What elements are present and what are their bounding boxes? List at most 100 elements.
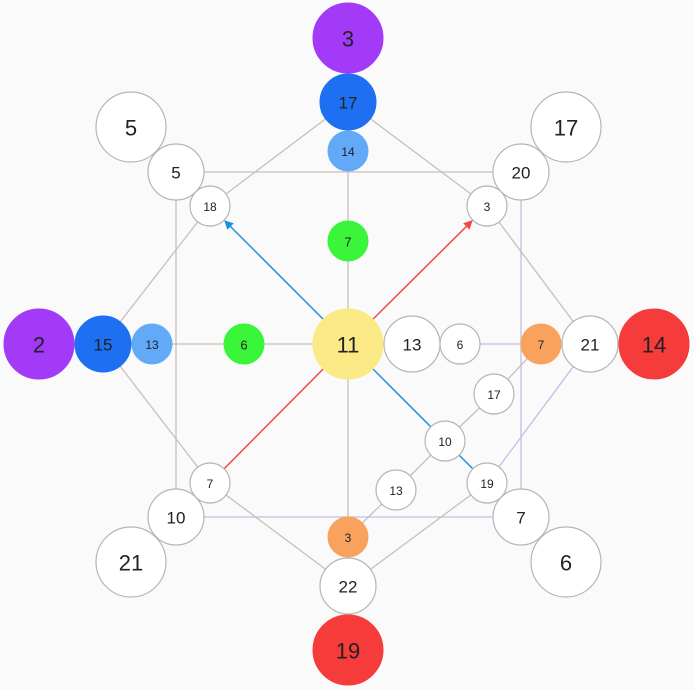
edge-corner_br_inner-bottom_white_22 — [347, 482, 488, 587]
node-corner-tl-inner[interactable]: 18 — [189, 185, 231, 227]
edge-corner_tl_inner-left_blue_dark — [102, 205, 211, 345]
node-right-white-13[interactable]: 13 — [383, 315, 441, 373]
node-circle — [618, 308, 690, 380]
node-value: 6 — [560, 551, 572, 576]
edge-top_blue_dark-corner_tl_inner — [209, 101, 349, 207]
node-corner-br-outer[interactable]: 6 — [530, 526, 602, 598]
node-circle — [439, 323, 481, 365]
node-value: 13 — [145, 338, 159, 352]
edge-left_blue_dark-corner_bl_inner — [102, 343, 211, 484]
node-left-blue-light[interactable]: 13 — [131, 323, 173, 365]
node-circle — [466, 185, 508, 227]
node-value: 6 — [457, 338, 464, 352]
node-corner-bl-inner[interactable]: 7 — [189, 462, 231, 504]
node-circle — [327, 220, 369, 262]
node-left-blue-dark[interactable]: 15 — [74, 315, 132, 373]
node-circle — [319, 557, 377, 615]
node-value: 10 — [438, 435, 452, 449]
node-top-blue-light[interactable]: 14 — [327, 130, 369, 172]
node-top-green[interactable]: 7 — [327, 220, 369, 262]
node-corner-tl-outer[interactable]: 5 — [95, 91, 167, 163]
node-circle — [375, 469, 417, 511]
node-value: 19 — [336, 639, 360, 664]
node-value: 21 — [581, 336, 600, 355]
node-circle — [312, 614, 384, 686]
node-circle — [312, 2, 384, 74]
node-diag-10[interactable]: 10 — [424, 420, 466, 462]
node-value: 11 — [337, 333, 360, 358]
node-circle — [466, 462, 508, 504]
node-diag-17[interactable]: 17 — [473, 373, 515, 415]
node-corner-tr-inner[interactable]: 3 — [466, 185, 508, 227]
node-circle — [492, 143, 550, 201]
node-value: 13 — [403, 336, 422, 355]
node-value: 18 — [203, 200, 217, 214]
node-corner-tr-mid[interactable]: 20 — [492, 143, 550, 201]
node-circle — [189, 185, 231, 227]
node-value: 14 — [642, 333, 666, 358]
edge-corner_bl_inner-bottom_white_22 — [209, 482, 349, 587]
node-right-white-6[interactable]: 6 — [439, 323, 481, 365]
node-right-white-21[interactable]: 21 — [561, 315, 619, 373]
node-value: 3 — [342, 27, 354, 52]
node-value: 7 — [516, 509, 525, 528]
node-circle — [147, 143, 205, 201]
node-bottom-orange[interactable]: 3 — [327, 516, 369, 558]
node-circle — [473, 373, 515, 415]
node-corner-tr-outer[interactable]: 17 — [530, 91, 602, 163]
node-circle — [520, 323, 562, 365]
node-circle — [424, 420, 466, 462]
node-value: 10 — [167, 509, 186, 528]
node-value: 13 — [389, 484, 403, 498]
edge-right_white_21-corner_br_inner — [486, 343, 591, 484]
node-circle — [147, 488, 205, 546]
node-circle — [530, 91, 602, 163]
node-left-green[interactable]: 6 — [223, 323, 265, 365]
node-value: 5 — [171, 164, 180, 183]
node-value: 7 — [344, 235, 351, 250]
node-right-red[interactable]: 14 — [618, 308, 690, 380]
node-value: 7 — [538, 338, 545, 352]
node-circle — [95, 526, 167, 598]
node-circle — [327, 516, 369, 558]
node-left-purple[interactable]: 2 — [3, 308, 75, 380]
node-circle — [561, 315, 619, 373]
node-value: 15 — [94, 336, 113, 355]
node-diag-13[interactable]: 13 — [375, 469, 417, 511]
node-corner-tl-mid[interactable]: 5 — [147, 143, 205, 201]
node-circle — [74, 315, 132, 373]
node-circle — [327, 130, 369, 172]
node-circle — [319, 73, 377, 131]
node-circle — [530, 526, 602, 598]
node-value: 2 — [33, 333, 45, 358]
node-corner-br-mid[interactable]: 7 — [492, 488, 550, 546]
node-value: 17 — [487, 388, 501, 402]
node-value: 21 — [119, 551, 143, 576]
node-value: 19 — [480, 477, 494, 491]
edge-top_blue_dark-corner_tr_inner — [347, 101, 488, 207]
node-value: 20 — [512, 164, 531, 183]
edge-corner_tr_inner-right_white_21 — [486, 205, 591, 345]
node-value: 3 — [345, 531, 352, 545]
node-value: 14 — [341, 145, 355, 159]
node-value: 3 — [484, 200, 491, 214]
node-right-orange[interactable]: 7 — [520, 323, 562, 365]
node-top-blue-dark[interactable]: 17 — [319, 73, 377, 131]
node-circle — [189, 462, 231, 504]
node-bottom-red[interactable]: 19 — [312, 614, 384, 686]
node-value: 7 — [207, 477, 214, 491]
node-top-purple[interactable]: 3 — [312, 2, 384, 74]
node-circle — [95, 91, 167, 163]
node-corner-br-inner[interactable]: 19 — [466, 462, 508, 504]
node-corner-bl-outer[interactable]: 21 — [95, 526, 167, 598]
node-value: 17 — [554, 116, 578, 141]
node-corner-bl-mid[interactable]: 10 — [147, 488, 205, 546]
node-circle — [312, 308, 384, 380]
node-value: 5 — [125, 116, 137, 141]
node-bottom-white-22[interactable]: 22 — [319, 557, 377, 615]
node-center[interactable]: 11 — [312, 308, 384, 380]
node-value: 22 — [339, 578, 358, 597]
node-value: 6 — [240, 338, 247, 353]
node-value: 17 — [339, 94, 358, 113]
